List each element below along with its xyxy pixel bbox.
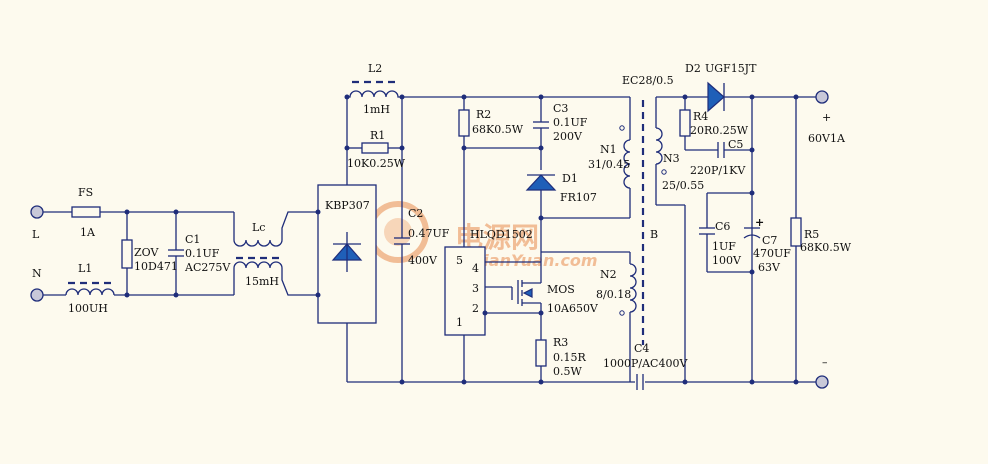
label-L2-value: 1mH	[363, 103, 390, 116]
label-R3-value2: 0.5W	[553, 365, 582, 378]
inductor-L1	[65, 288, 115, 296]
winding-N1	[623, 139, 631, 189]
label-Lc: Lc	[252, 221, 265, 234]
label-FS: FS	[78, 186, 93, 199]
label-pin1: 1	[456, 316, 463, 329]
label-D2-value: UGF15JT	[705, 62, 757, 75]
label-N1-value: 31/0.45	[588, 158, 630, 171]
resistor-R2	[458, 109, 470, 137]
primary-section	[347, 94, 820, 385]
label-pin4: 4	[472, 262, 479, 275]
watermark-en: DianYuan.com	[470, 251, 598, 270]
label-C1-value1: 0.1UF	[185, 247, 220, 260]
label-N2-value: 8/0.18	[596, 288, 631, 301]
y-capacitor	[636, 374, 644, 390]
choke-Lc-top	[233, 211, 318, 247]
label-out-minus: –	[822, 356, 828, 369]
terminal-out-plus	[815, 90, 829, 104]
label-out-plus: +	[822, 111, 831, 124]
label-MOS: MOS	[547, 283, 575, 296]
label-C4-value: 1000P/AC400V	[603, 357, 688, 370]
label-R1-value: 10K0.25W	[347, 157, 406, 170]
label-FS-value: 1A	[80, 226, 96, 239]
label-N1: N1	[600, 143, 617, 156]
label-C3: C3	[553, 102, 568, 115]
label-C3-value2: 200V	[553, 130, 583, 143]
label-Lc-value: 15mH	[245, 275, 279, 288]
label-D1-value: FR107	[560, 191, 597, 204]
label-C2: C2	[408, 207, 423, 220]
label-R4: R4	[693, 110, 708, 123]
label-R5-value: 68K0.5W	[800, 241, 852, 254]
label-C6-value1: 1UF	[712, 240, 736, 253]
label-C7-value1: 470UF	[753, 247, 791, 260]
label-C6-value2: 100V	[712, 254, 742, 267]
inductor-L2	[347, 90, 402, 98]
label-R5: R5	[804, 228, 819, 241]
diode-D2	[707, 81, 725, 113]
label-N3-value: 25/0.55	[662, 179, 704, 192]
input-section	[30, 205, 318, 302]
label-ZOV-value: 10D471	[134, 260, 178, 273]
label-C1: C1	[185, 233, 200, 246]
label-core: EC28/0.5	[622, 74, 674, 87]
label-R2-value: 68K0.5W	[472, 123, 524, 136]
label-L2: L2	[368, 62, 382, 75]
label-out-value: 60V1A	[808, 132, 846, 145]
label-C6: C6	[715, 220, 730, 233]
resistor-R3	[535, 339, 547, 367]
terminal-out-minus	[815, 375, 829, 389]
winding-N2	[629, 263, 637, 313]
label-C7-plus: +	[755, 216, 764, 229]
fuse-FS	[71, 206, 101, 218]
label-core-B: B	[650, 228, 658, 241]
diode-D1	[525, 174, 557, 191]
label-C7-value2: 63V	[758, 261, 781, 274]
label-bridge: KBP307	[325, 199, 370, 212]
label-pin2: 2	[472, 302, 479, 315]
winding-N3	[655, 127, 663, 165]
label-L1-value: 100UH	[68, 302, 108, 315]
label-L1: L1	[78, 262, 92, 275]
label-N2: N2	[600, 268, 617, 281]
label-pin3: 3	[472, 282, 479, 295]
label-C5: C5	[728, 138, 743, 151]
label-ic: HLQD1502	[470, 228, 533, 241]
terminal-N	[30, 288, 44, 302]
label-C3-value1: 0.1UF	[553, 116, 588, 129]
label-C5-value: 220P/1KV	[690, 164, 746, 177]
label-C2-value1: 0.47UF	[408, 227, 450, 240]
label-R3-value1: 0.15R	[553, 351, 586, 364]
resistor-R4	[679, 109, 691, 137]
label-C2-value2: 400V	[408, 254, 438, 267]
label-R2: R2	[476, 108, 491, 121]
component-labels: L N FS 1A L1 100UH ZOV 10D471 C1 0.1UF A…	[32, 62, 852, 378]
rectifier-section	[315, 80, 405, 382]
label-C4: C4	[634, 342, 649, 355]
dianyuan-watermark: 电源网 DianYuan.com	[367, 201, 598, 270]
label-pin5: 5	[456, 254, 463, 267]
label-C1-value2: AC275V	[184, 261, 231, 274]
varistor-ZOV	[121, 239, 133, 269]
label-ZOV: ZOV	[134, 246, 159, 259]
label-MOS-value: 10A650V	[547, 302, 599, 315]
ic-HLQD1502	[444, 246, 486, 336]
label-D2: D2	[685, 62, 701, 75]
resistor-R1	[361, 142, 389, 154]
label-L-input: L	[32, 228, 40, 241]
label-N3: N3	[663, 152, 680, 165]
label-R4-value: 20R0.25W	[690, 124, 749, 137]
secondary-section	[655, 81, 829, 389]
choke-Lc-bottom	[233, 261, 318, 296]
label-D1: D1	[562, 172, 578, 185]
label-R3: R3	[553, 336, 568, 349]
label-C7: C7	[762, 234, 777, 247]
label-R1: R1	[370, 129, 385, 142]
terminal-L	[30, 205, 44, 219]
label-N-input: N	[32, 267, 42, 280]
